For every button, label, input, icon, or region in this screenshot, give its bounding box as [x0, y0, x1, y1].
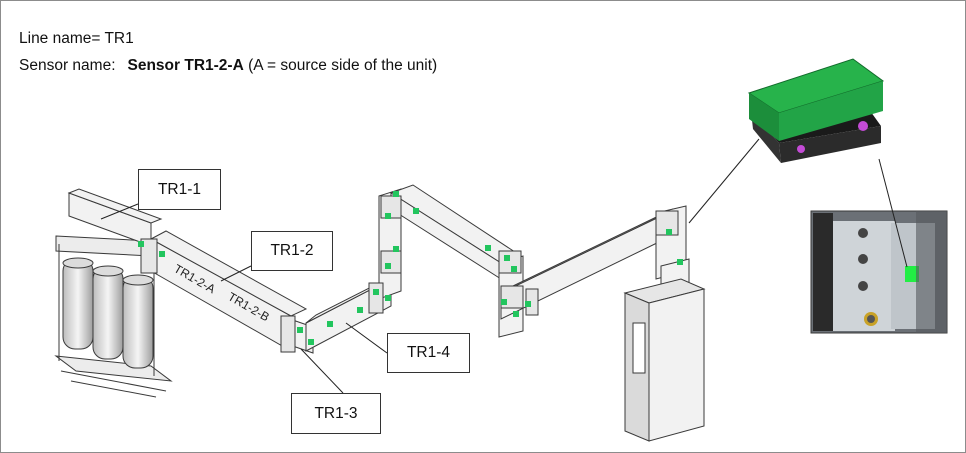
transformer-icon — [54, 235, 173, 398]
cabinet-icon — [623, 278, 706, 442]
line-name-label: Line name= TR1 — [19, 30, 134, 47]
callout-tr1-1: TR1-1 — [138, 169, 221, 210]
sensor-device-icon — [747, 58, 885, 163]
sensor-markers — [138, 191, 683, 345]
joint-blocks — [140, 195, 679, 353]
callout-tr1-2: TR1-2 — [251, 231, 333, 271]
sensor-name-line: Sensor name: Sensor TR1-2-A (A = source s… — [19, 57, 437, 75]
sensor-name-value: Sensor TR1-2-A — [127, 57, 244, 74]
installation-photo — [810, 210, 948, 334]
callout-tr1-4: TR1-4 — [387, 333, 470, 373]
callout-tr1-3: TR1-3 — [291, 393, 381, 434]
sensor-name-prefix: Sensor name: — [19, 57, 116, 74]
busway-duct — [67, 184, 690, 354]
leader-lines — [100, 138, 908, 394]
sensor-name-suffix: (A = source side of the unit) — [248, 57, 438, 74]
